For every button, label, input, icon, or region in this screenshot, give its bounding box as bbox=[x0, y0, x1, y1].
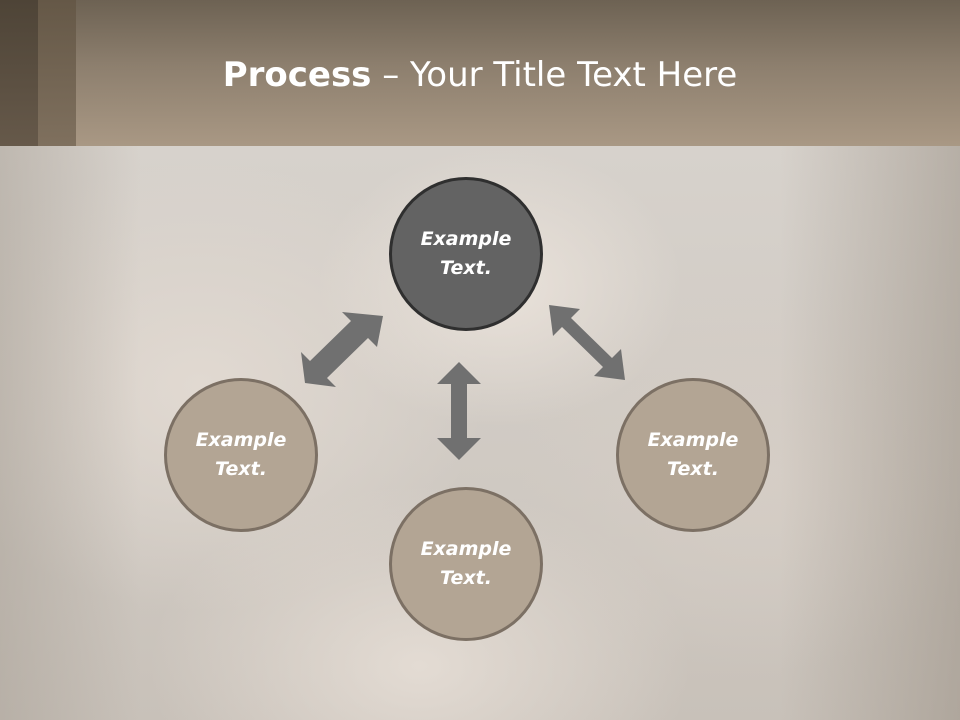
background-shade-left bbox=[0, 146, 140, 720]
arrow-top-left bbox=[301, 312, 383, 387]
node-bottom[interactable]: Example Text. bbox=[389, 487, 543, 641]
header-band bbox=[0, 0, 960, 146]
node-left[interactable]: Example Text. bbox=[164, 378, 318, 532]
header-accent-mid bbox=[38, 0, 76, 146]
node-bottom-text: Example Text. bbox=[420, 538, 512, 589]
header-accent-dark bbox=[0, 0, 38, 146]
slide-title-bold: Process bbox=[222, 55, 372, 95]
node-top[interactable]: Example Text. bbox=[389, 177, 543, 331]
background-shade-right bbox=[780, 146, 960, 720]
node-right-text: Example Text. bbox=[647, 429, 739, 480]
arrow-top-bottom bbox=[437, 362, 481, 460]
node-left-text: Example Text. bbox=[195, 429, 287, 480]
node-right[interactable]: Example Text. bbox=[616, 378, 770, 532]
arrow-top-right bbox=[549, 305, 625, 380]
node-top-text: Example Text. bbox=[420, 228, 512, 279]
slide-title-rest: – Your Title Text Here bbox=[371, 55, 738, 95]
slide-title[interactable]: Process – Your Title Text Here bbox=[0, 52, 960, 98]
